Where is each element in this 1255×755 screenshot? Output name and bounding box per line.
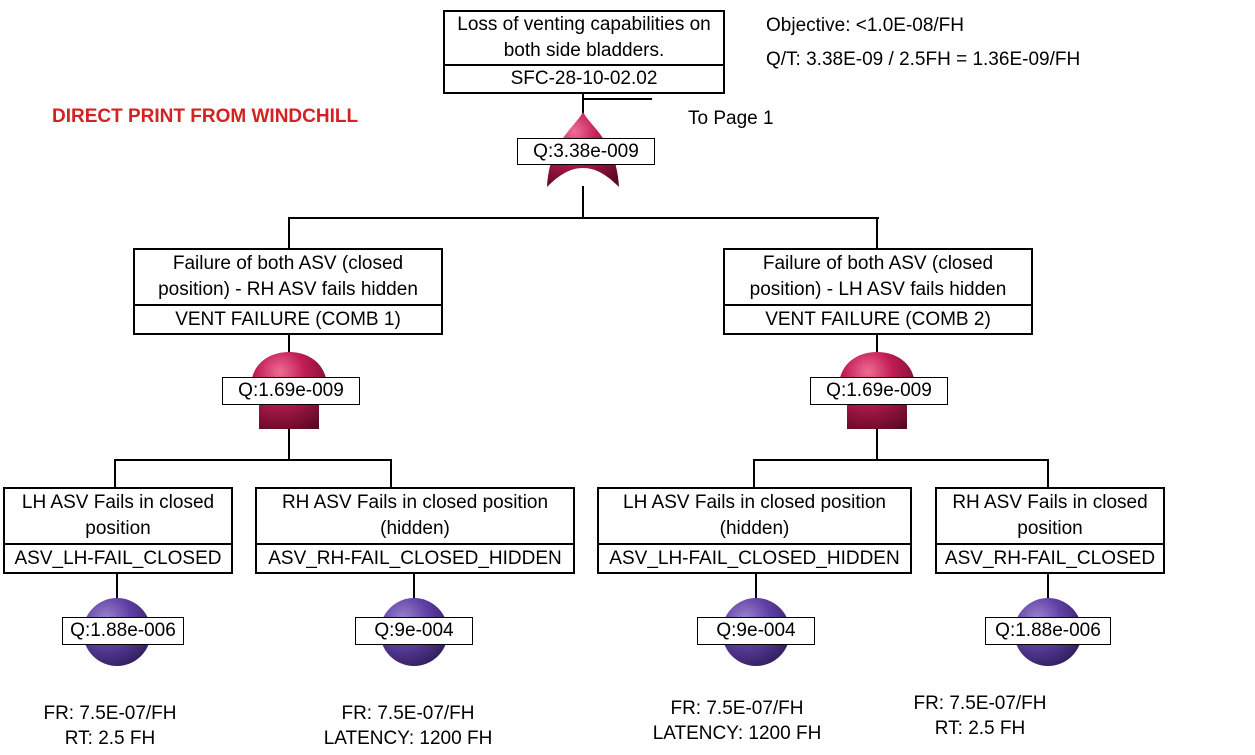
top-event-name: SFC-28-10-02.02 [510,68,658,89]
objective-text: Objective: <1.0E-08/FH Q/T: 3.38E-09 / 2… [766,9,1080,77]
failure-rate-text: FR: 7.5E-07/FH [670,698,804,719]
basic-event-description: LH ASV Fails in closed position (hidden) [599,489,910,545]
basic-event-name: ASV_RH-FAIL_CLOSED [944,547,1156,569]
connector-line [1047,574,1049,602]
basic-event-name: ASV_RH-FAIL_CLOSED_HIDDEN [268,547,562,569]
connector-line [289,217,879,219]
connector-line [288,335,290,353]
latency-text: LATENCY: 1200 FH [652,723,822,744]
watermark-direct-print: DIRECT PRINT FROM WINDCHILL [52,106,359,127]
q-value-label: Q:9e-004 [355,617,473,645]
q-value-label: Q:1.88e-006 [62,617,184,645]
connector-line [114,459,116,488]
event-parameters: FR: 7.5E-07/FH LATENCY: 1200 FH [308,701,508,751]
failure-rate-text: FR: 7.5E-07/FH [913,693,1047,714]
failure-rate-text: FR: 7.5E-07/FH [43,703,177,724]
q-value-label: Q:3.38e-009 [517,138,655,165]
connector-line [755,574,757,602]
event-parameters: FR: 7.5E-07/FH RT: 2.5 FH [10,701,210,751]
basic-event-box: RH ASV Fails in closed position (hidden)… [255,487,575,574]
connector-line [116,574,118,602]
basic-event-description: RH ASV Fails in closed position (hidden) [257,489,573,545]
branch-description: Failure of both ASV (closed position) - … [135,250,441,306]
top-event-box: Loss of venting capabilities on both sid… [443,10,725,94]
q-value-label: Q:1.69e-009 [810,377,948,405]
branch-name: VENT FAILURE (COMB 1) [175,308,401,330]
connector-line [876,335,878,353]
top-event-description: Loss of venting capabilities on both sid… [445,12,723,66]
failure-rate-text: FR: 7.5E-07/FH [341,703,475,724]
connector-line [288,426,290,461]
branch-description: Failure of both ASV (closed position) - … [725,250,1031,306]
connector-line [413,574,415,602]
objective-line2: Q/T: 3.38E-09 / 2.5FH = 1.36E-09/FH [766,49,1081,70]
transfer-to-page-label: To Page 1 [688,108,774,129]
basic-event-box: RH ASV Fails in closed position ASV_RH-F… [935,487,1165,574]
basic-event-description: LH ASV Fails in closed position [5,489,231,545]
exposure-time-text: RT: 2.5 FH [64,728,156,749]
connector-line [582,186,584,218]
q-value-label: Q:9e-004 [697,617,815,645]
connector-line [753,459,755,488]
basic-event-box: LH ASV Fails in closed position ASV_LH-F… [3,487,233,574]
branch-event-box: Failure of both ASV (closed position) - … [723,248,1033,335]
basic-event-box: LH ASV Fails in closed position (hidden)… [597,487,912,574]
q-value-label: Q:1.69e-009 [222,377,360,405]
basic-event-name: ASV_LH-FAIL_CLOSED_HIDDEN [609,547,900,569]
exposure-time-text: RT: 2.5 FH [934,718,1026,739]
connector-line [876,426,878,461]
branch-name: VENT FAILURE (COMB 2) [765,308,991,330]
objective-line1: Objective: <1.0E-08/FH [766,15,965,36]
branch-event-box: Failure of both ASV (closed position) - … [133,248,443,335]
connector-line [114,459,392,461]
connector-line [390,459,392,488]
connector-line [582,94,584,116]
connector-transfer-line [582,98,652,100]
basic-event-description: RH ASV Fails in closed position [937,489,1163,545]
latency-text: LATENCY: 1200 FH [323,728,493,749]
connector-line [753,459,1049,461]
event-parameters: FR: 7.5E-07/FH LATENCY: 1200 FH [637,696,837,746]
q-value-label: Q:1.88e-006 [985,617,1111,645]
basic-event-name: ASV_LH-FAIL_CLOSED [14,547,222,569]
connector-line [288,217,290,248]
event-parameters: FR: 7.5E-07/FH RT: 2.5 FH [880,691,1080,741]
connector-line [876,217,878,248]
connector-line [1047,459,1049,488]
